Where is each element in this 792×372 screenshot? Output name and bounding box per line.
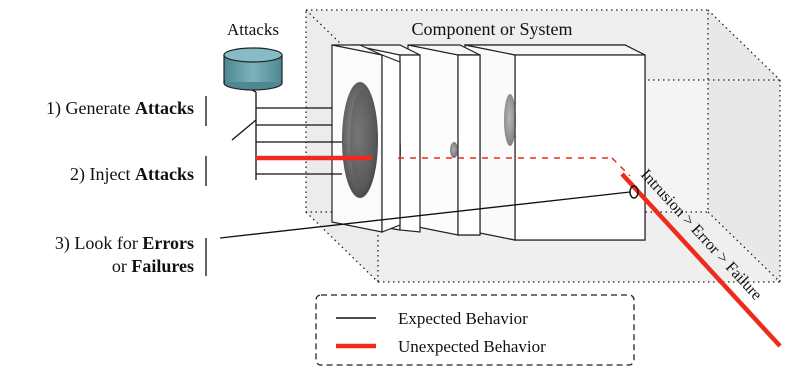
step-2-label: 2) Inject Attacks xyxy=(70,164,194,185)
component-label: Component or System xyxy=(412,19,573,39)
step-1-label: 1) Generate Attacks xyxy=(46,98,194,119)
component-block-4 xyxy=(464,44,646,241)
attack-propagation-path xyxy=(398,157,631,177)
attacks-label: Attacks xyxy=(227,20,279,39)
database-cylinder-icon xyxy=(223,47,283,91)
legend: Expected Behavior Unexpected Behavior xyxy=(315,294,635,366)
legend-expected-label: Expected Behavior xyxy=(398,309,528,328)
component-block-1 xyxy=(331,44,401,233)
observation-pointer-line xyxy=(219,191,631,239)
failure-line xyxy=(620,172,782,348)
step-3-label-line-2: or Failures xyxy=(112,256,194,276)
legend-unexpected-label: Unexpected Behavior xyxy=(398,337,546,356)
attack-input-lines xyxy=(231,82,342,180)
step-3-label: 3) Look for Errors xyxy=(55,233,194,254)
